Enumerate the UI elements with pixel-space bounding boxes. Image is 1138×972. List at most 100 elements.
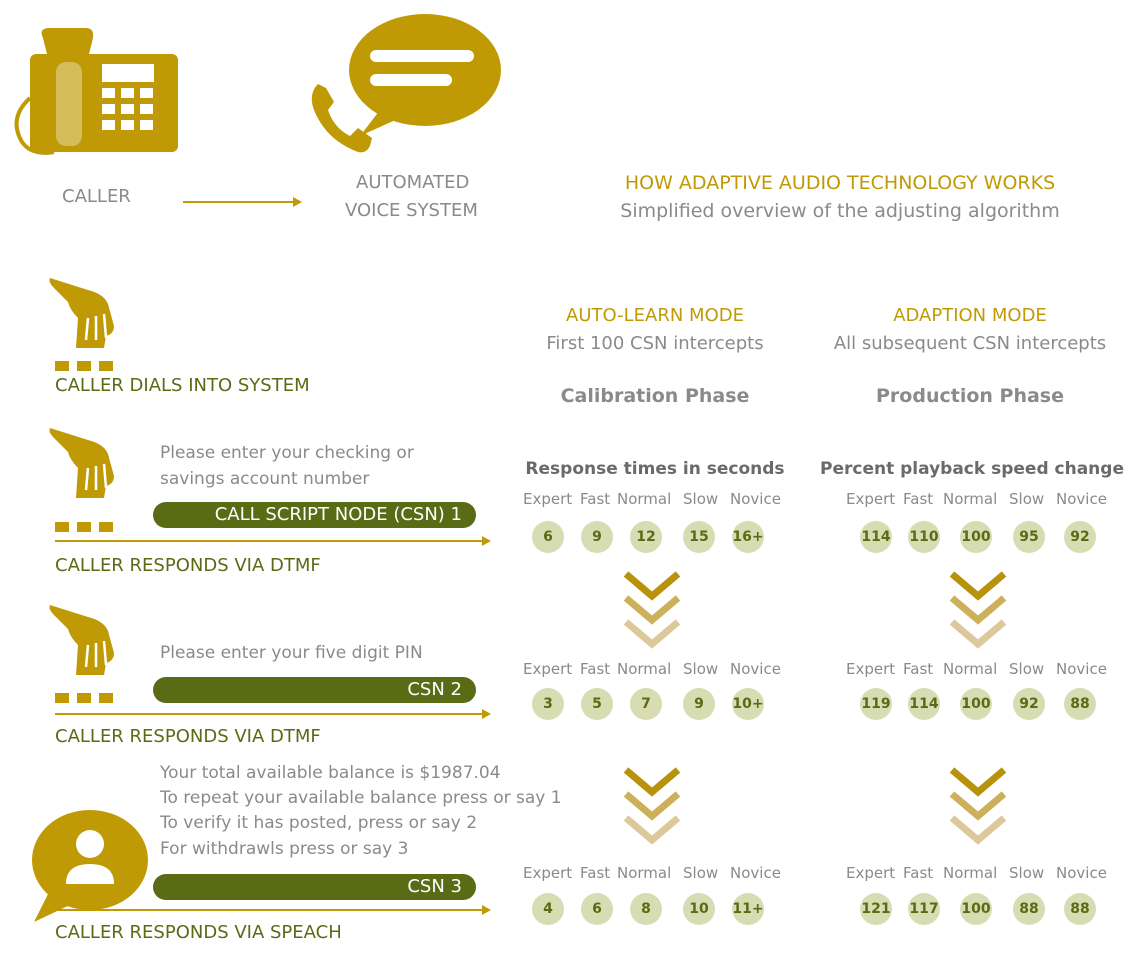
response-value-circle: 10: [683, 893, 715, 925]
chevron-down-icon: [949, 571, 1007, 649]
chevron-down-icon: [623, 767, 681, 845]
csn3-prompt-1: Your total available balance is $1987.04: [160, 763, 501, 783]
playback-speed-heading: Percent playback speed change: [820, 459, 1124, 479]
automated-label-2: VOICE SYSTEM: [345, 200, 478, 221]
tier-label-expert: Expert: [523, 864, 573, 882]
calibration-phase: Calibration Phase: [560, 385, 750, 407]
desk-phone-icon: [14, 28, 178, 155]
tier-label-normal: Normal: [943, 490, 998, 508]
tier-label-expert: Expert: [846, 490, 896, 508]
tier-label-normal: Normal: [617, 660, 672, 678]
playback-value-circle: 114: [860, 521, 892, 553]
pointing-hand-icon: [49, 278, 114, 348]
tier-label-expert: Expert: [846, 864, 896, 882]
csn1-arrowhead: [482, 536, 491, 546]
playback-value-circle: 100: [960, 521, 992, 553]
csn1-arrow: [55, 540, 483, 542]
tier-label-slow: Slow: [683, 864, 719, 882]
tier-label-novice: Novice: [1056, 660, 1107, 678]
tier-label-fast: Fast: [903, 490, 934, 508]
tier-label-slow: Slow: [1009, 490, 1045, 508]
chevron-down-icon: [623, 571, 681, 649]
adaption-title: ADAPTION MODE: [893, 305, 1047, 326]
tier-label-normal: Normal: [617, 864, 672, 882]
playback-value-circle: 92: [1064, 521, 1096, 553]
csn3-response-label: CALLER RESPONDS VIA SPEACH: [55, 922, 342, 943]
csn2-prompt-1: Please enter your five digit PIN: [160, 643, 423, 663]
csn1-prompt-1: Please enter your checking or: [160, 443, 414, 463]
tier-label-fast: Fast: [903, 660, 934, 678]
tier-label-slow: Slow: [1009, 660, 1045, 678]
page-subtitle: Simplified overview of the adjusting alg…: [620, 200, 1060, 222]
csn1-bar: CALL SCRIPT NODE (CSN) 1: [153, 502, 476, 528]
pointing-hand-icon: [49, 605, 114, 675]
response-value-circle: 6: [532, 521, 564, 553]
tier-label-novice: Novice: [730, 660, 781, 678]
tier-label-normal: Normal: [943, 864, 998, 882]
response-value-circle: 4: [532, 893, 564, 925]
csn3-prompt-3: To verify it has posted, press or say 2: [160, 813, 478, 833]
tier-label-novice: Novice: [1056, 490, 1107, 508]
tier-label-novice: Novice: [1056, 864, 1107, 882]
response-value-circle: 9: [581, 521, 613, 553]
keypad-dots-icon: [55, 356, 121, 375]
speech-bubble-phone-icon: [311, 14, 501, 153]
response-value-circle: 10+: [732, 688, 764, 720]
playback-value-circle: 100: [960, 893, 992, 925]
response-value-circle: 6: [581, 893, 613, 925]
response-times-heading: Response times in seconds: [525, 459, 785, 479]
auto-learn-subtitle: First 100 CSN intercepts: [546, 333, 764, 354]
csn3-bar: CSN 3: [153, 874, 476, 900]
playback-value-circle: 88: [1013, 893, 1045, 925]
playback-value-circle: 88: [1064, 893, 1096, 925]
production-phase: Production Phase: [876, 385, 1064, 407]
tier-label-novice: Novice: [730, 864, 781, 882]
csn3-arrowhead: [482, 905, 491, 915]
keypad-dots-icon: [55, 688, 121, 707]
csn2-arrow: [55, 713, 483, 715]
playback-value-circle: 119: [860, 688, 892, 720]
tier-label-expert: Expert: [523, 660, 573, 678]
response-value-circle: 12: [630, 521, 662, 553]
response-value-circle: 16+: [732, 521, 764, 553]
playback-value-circle: 114: [908, 688, 940, 720]
tier-label-expert: Expert: [523, 490, 573, 508]
playback-value-circle: 95: [1013, 521, 1045, 553]
csn2-response-label: CALLER RESPONDS VIA DTMF: [55, 726, 321, 747]
chevron-down-icon: [949, 767, 1007, 845]
response-value-circle: 11+: [732, 893, 764, 925]
response-value-circle: 3: [532, 688, 564, 720]
caller-label: CALLER: [62, 186, 131, 207]
tier-label-slow: Slow: [1009, 864, 1045, 882]
auto-learn-title: AUTO-LEARN MODE: [566, 305, 744, 326]
tier-label-slow: Slow: [683, 660, 719, 678]
csn3-prompt-4: For withdrawls press or say 3: [160, 839, 409, 859]
tier-label-slow: Slow: [683, 490, 719, 508]
csn1-prompt-2: savings account number: [160, 469, 370, 489]
response-value-circle: 5: [581, 688, 613, 720]
step-dial-label: CALLER DIALS INTO SYSTEM: [55, 375, 310, 396]
playback-value-circle: 88: [1064, 688, 1096, 720]
tier-label-normal: Normal: [617, 490, 672, 508]
keypad-dots-icon: [55, 517, 121, 536]
pointing-hand-icon: [49, 428, 114, 498]
playback-value-circle: 121: [860, 893, 892, 925]
tier-label-fast: Fast: [580, 490, 611, 508]
csn2-bar: CSN 2: [153, 677, 476, 703]
csn3-arrow: [55, 909, 483, 911]
person-speech-icon: [32, 810, 148, 922]
playback-value-circle: 110: [908, 521, 940, 553]
page-title: HOW ADAPTIVE AUDIO TECHNOLOGY WORKS: [624, 172, 1056, 194]
tier-label-expert: Expert: [846, 660, 896, 678]
tier-label-novice: Novice: [730, 490, 781, 508]
csn1-response-label: CALLER RESPONDS VIA DTMF: [55, 555, 321, 576]
playback-value-circle: 117: [908, 893, 940, 925]
playback-value-circle: 100: [960, 688, 992, 720]
automated-label-1: AUTOMATED: [356, 172, 470, 193]
caller-arrow: [183, 201, 295, 203]
csn3-prompt-2: To repeat your available balance press o…: [160, 788, 562, 808]
response-value-circle: 8: [630, 893, 662, 925]
tier-label-fast: Fast: [580, 864, 611, 882]
tier-label-fast: Fast: [580, 660, 611, 678]
tier-label-fast: Fast: [903, 864, 934, 882]
